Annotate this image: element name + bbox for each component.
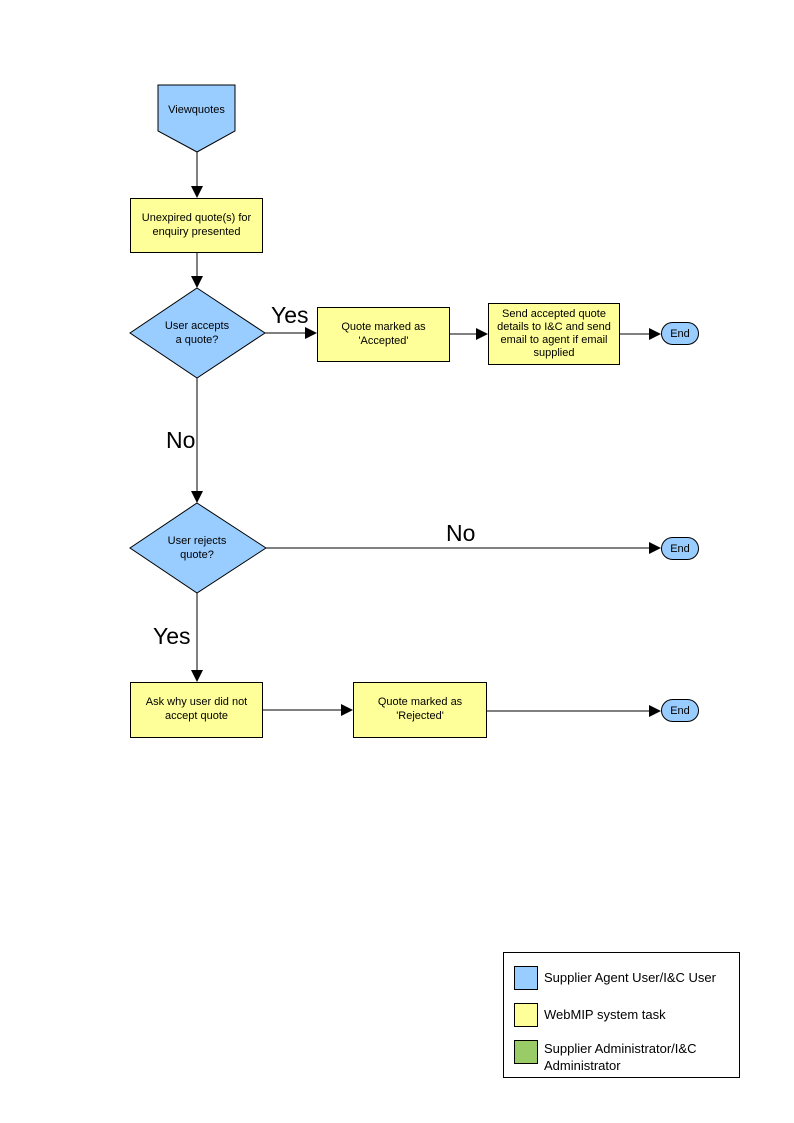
decision-user-rejects-shape xyxy=(129,502,267,594)
legend-label-supplier-agent-user: Supplier Agent User/I&C User xyxy=(544,970,716,985)
arrowheads xyxy=(191,186,661,717)
arrowhead-right-icon xyxy=(305,327,317,339)
end-node-accepted: End xyxy=(661,322,699,345)
arrowhead-right-icon xyxy=(341,704,353,716)
legend-box: Supplier Agent User/I&C User WebMIP syst… xyxy=(503,952,740,1078)
legend-swatch-webmip-system-task xyxy=(514,1003,538,1027)
arrowhead-right-icon xyxy=(476,328,488,340)
branch-label-rejects-no: No xyxy=(446,520,476,546)
start-pentagon-shape xyxy=(157,84,236,153)
task-marked-rejected: Quote marked as 'Rejected' xyxy=(353,682,487,738)
legend-swatch-supplier-agent-user xyxy=(514,966,538,990)
arrowhead-right-icon xyxy=(649,542,661,554)
arrowhead-down-icon xyxy=(191,186,203,198)
connector-lines xyxy=(196,152,650,712)
task-marked-accepted: Quote marked as 'Accepted' xyxy=(317,307,450,362)
arrowhead-right-icon xyxy=(649,328,661,340)
branch-label-accepts-yes: Yes xyxy=(271,302,309,328)
arrowhead-down-icon xyxy=(191,491,203,503)
task-unexpired-quotes: Unexpired quote(s) for enquiry presented xyxy=(130,198,263,253)
legend-label-webmip-system-task: WebMIP system task xyxy=(544,1007,666,1022)
task-ask-why: Ask why user did not accept quote xyxy=(130,682,263,738)
arrowhead-down-icon xyxy=(191,670,203,682)
branch-label-accepts-no: No xyxy=(166,427,196,453)
arrowhead-down-icon xyxy=(191,276,203,288)
legend-swatch-supplier-administrator xyxy=(514,1040,538,1064)
end-node-rejected: End xyxy=(661,699,699,722)
task-send-accepted-details: Send accepted quote details to I&C and s… xyxy=(488,303,620,365)
decision-user-accepts-shape xyxy=(129,287,266,379)
end-node-not-rejected: End xyxy=(661,537,699,560)
arrowhead-right-icon xyxy=(649,705,661,717)
legend-label-supplier-administrator: Supplier Administrator/I&C Administrator xyxy=(544,1041,697,1073)
branch-label-rejects-yes: Yes xyxy=(153,623,191,649)
